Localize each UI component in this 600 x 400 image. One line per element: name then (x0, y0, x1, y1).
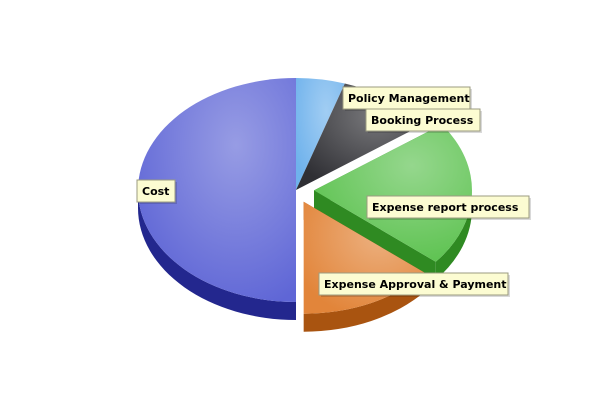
label-text-booking-process: Booking Process (371, 114, 474, 127)
label-box (318, 272, 509, 296)
slice-wall-expense-report-process-1 (313, 190, 436, 280)
label-expense-approval-payment: Expense Approval & Payment (318, 272, 510, 297)
label-text-expense-approval-payment: Expense Approval & Payment (324, 278, 507, 291)
label-text-expense-report-process: Expense report process (372, 201, 519, 214)
label-box (365, 108, 481, 132)
slice-expense-report-process[interactable] (313, 124, 472, 262)
label-booking-process: Booking Process (365, 108, 482, 133)
label-expense-report-process: Expense report process (366, 195, 531, 220)
label-text-cost: Cost (142, 185, 169, 198)
label-text-policy-management: Policy Management (348, 92, 470, 105)
slice-cost[interactable] (138, 78, 296, 302)
label-cost: Cost (136, 179, 177, 204)
label-policy-management: Policy Management (342, 86, 472, 111)
slice-policy-management[interactable] (296, 78, 345, 190)
slice-side-cost (138, 190, 296, 320)
slice-side-expense-approval-payment (303, 273, 426, 332)
label-box (366, 195, 530, 219)
label-box (136, 179, 176, 203)
slice-side-expense-report-process (435, 190, 472, 280)
